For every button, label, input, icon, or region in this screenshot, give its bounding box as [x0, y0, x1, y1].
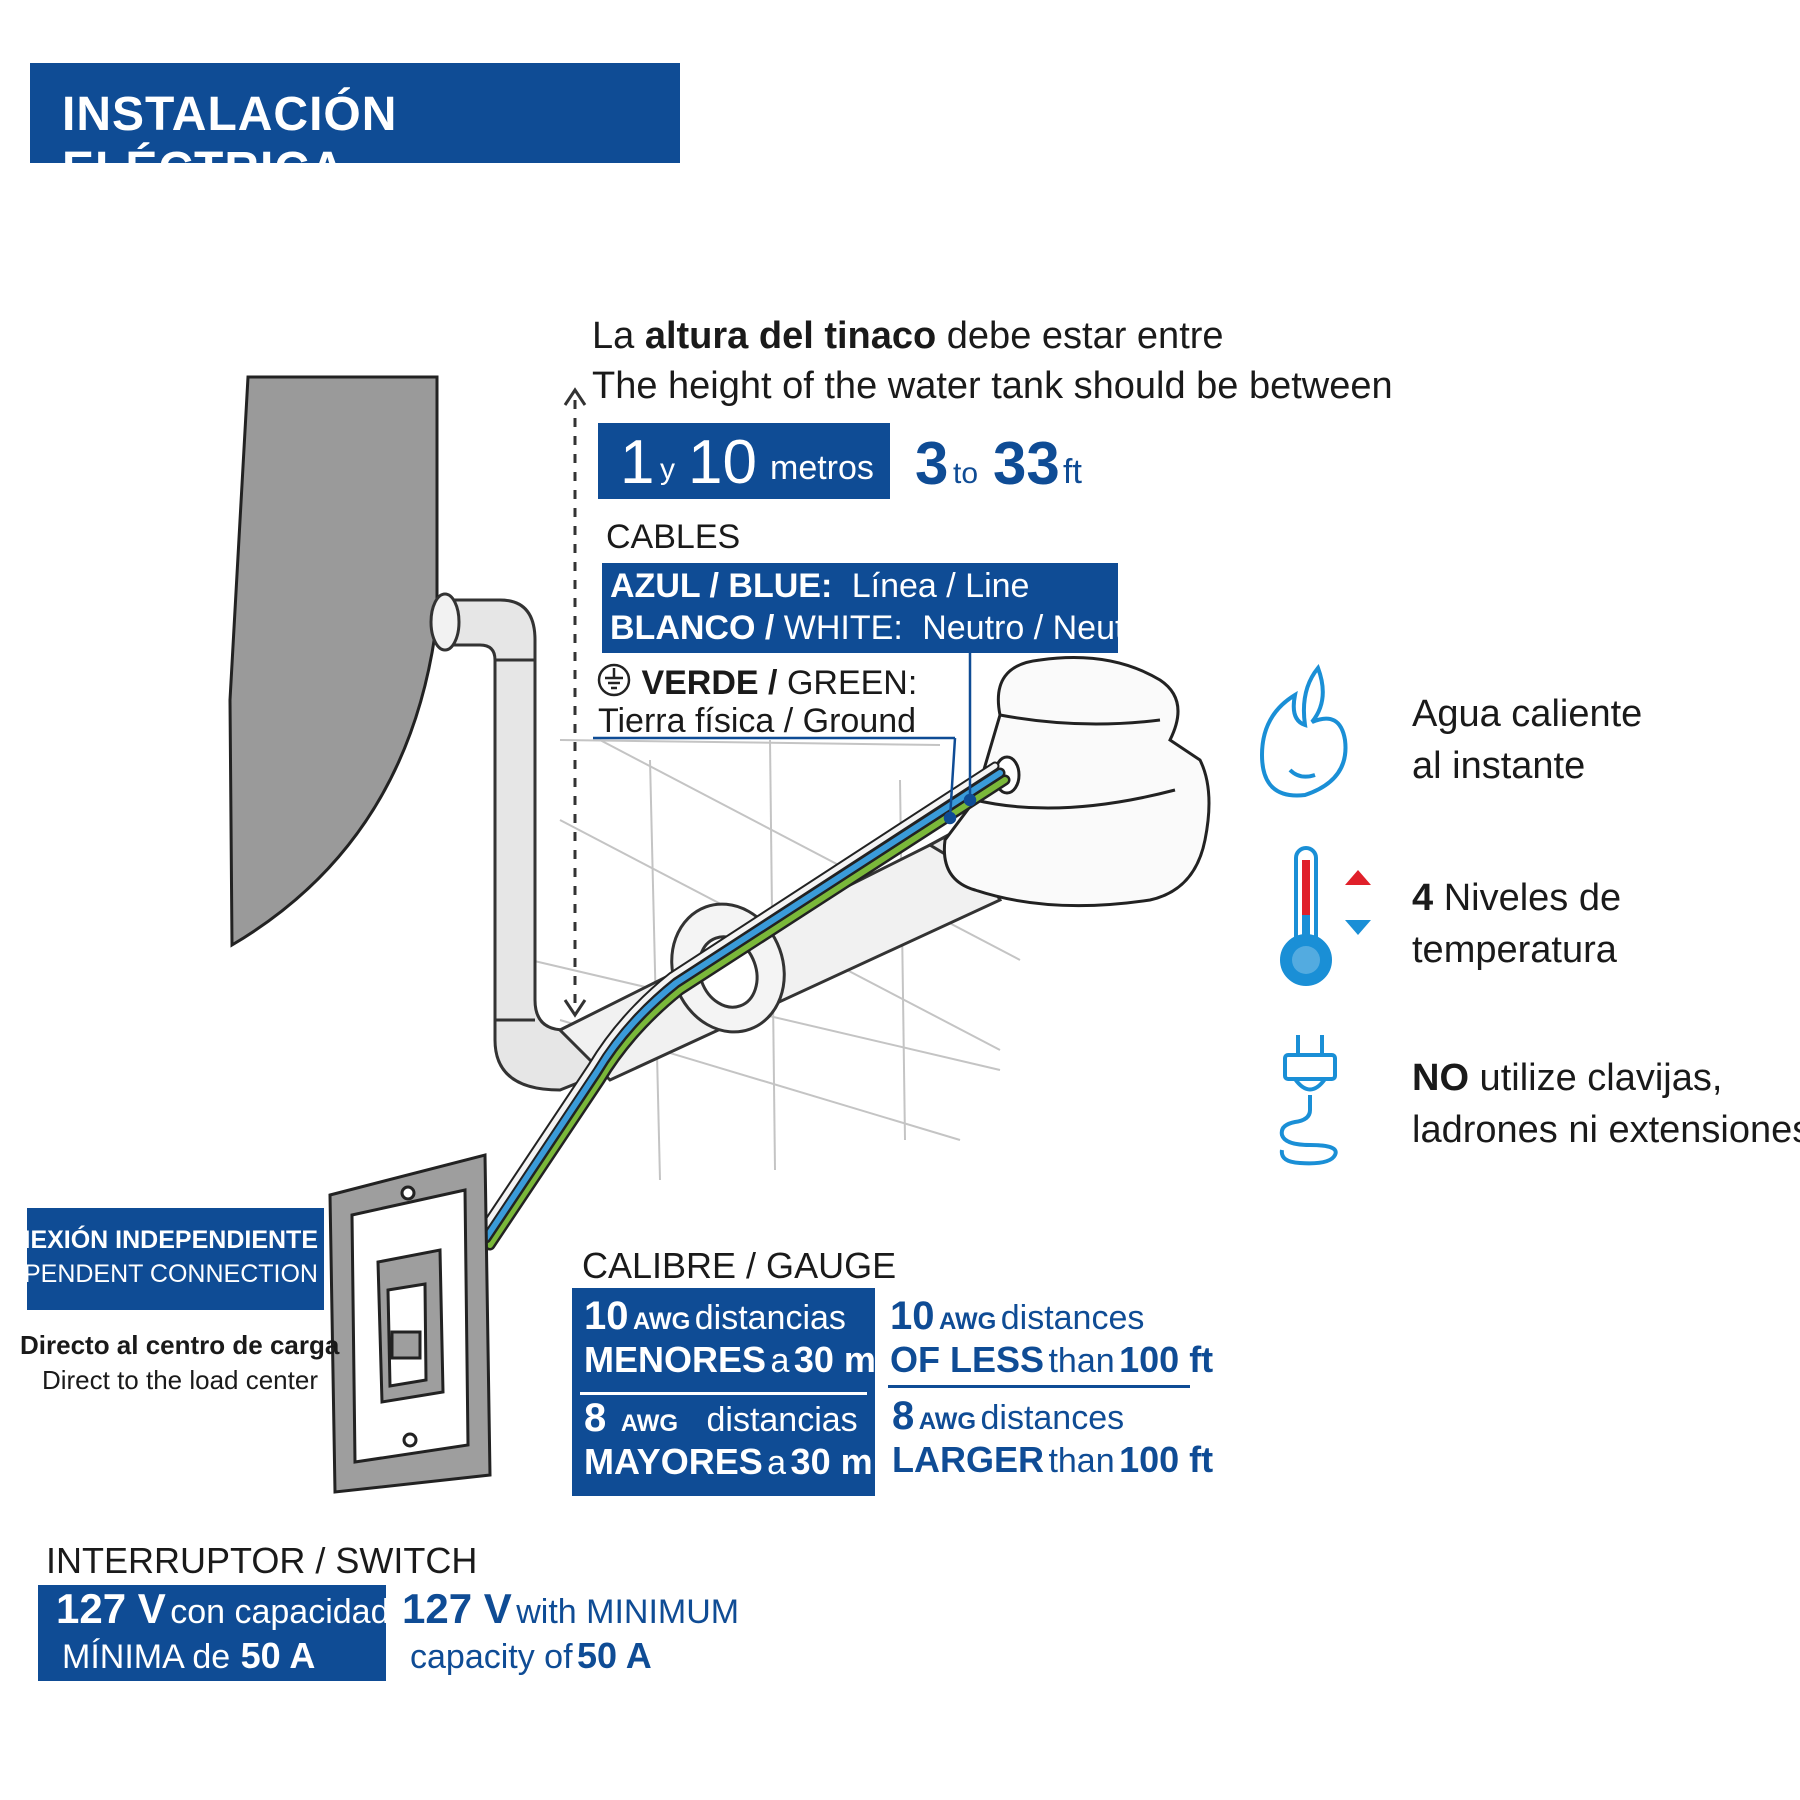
cable-white-row: BLANCO / WHITE: Neutro / Neutral — [610, 609, 1163, 647]
gauge-es-row-1: 10 AWG distancias MENORES a 30 m — [584, 1294, 876, 1380]
gauge-en-divider — [888, 1385, 1190, 1388]
gauge-es-divider — [580, 1392, 867, 1395]
cables-legend-box: AZUL / BLUE: Línea / Line BLANCO / WHITE… — [602, 563, 1162, 653]
cable-green-row: VERDE / GREEN: — [596, 662, 917, 703]
cable-leader-lines — [593, 648, 977, 825]
cables-title: CABLES — [606, 518, 741, 556]
water-tank — [228, 375, 439, 948]
feature-instant-hot-water: Agua caliente al instante — [1412, 693, 1643, 787]
tank-height-text-es: La altura del tinaco debe estar entre — [592, 315, 1224, 357]
water-pipe — [429, 592, 612, 1092]
switch-title: INTERRUPTOR / SWITCH — [46, 1540, 478, 1581]
gauge-es-box: 10 AWG distancias MENORES a 30 m 8 AWG d… — [572, 1288, 876, 1496]
load-center-text: Directo al centro de carga Direct to the… — [20, 1330, 340, 1395]
page-title-banner: INSTALACIÓN ELÉCTRICA — [30, 63, 680, 196]
electrical-wires — [477, 761, 1011, 1251]
tank-height-text-en: The height of the water tank should be b… — [592, 365, 1393, 407]
tank-height-metric-box: 1 y 10 metros — [598, 423, 890, 499]
tank-height-emphasis: altura del tinaco — [644, 315, 937, 357]
height-dimension-arrow — [563, 387, 587, 1018]
shower-heater-body — [942, 656, 1211, 908]
cable-blue-row: AZUL / BLUE: Línea / Line — [610, 567, 1030, 605]
gauge-en-block: 10 AWG distances OF LESS than 100 ft 8 A… — [888, 1290, 1213, 1500]
ground-symbol-icon — [597, 663, 631, 697]
wall-switch — [328, 1153, 492, 1494]
switch-es-box: 127 V con capacidad MÍNIMA de 50 A — [38, 1585, 390, 1681]
gauge-title: CALIBRE / GAUGE — [582, 1245, 897, 1286]
cable-green-desc: Tierra física / Ground — [598, 702, 917, 740]
feature-no-extensions: NO utilize clavijas, ladrones ni extensi… — [1412, 1057, 1800, 1151]
tank-height-imperial: 3 to 33 ft — [915, 430, 1082, 497]
feature-temperature-levels: 4 Niveles de temperatura — [1412, 877, 1622, 971]
page-title: INSTALACIÓN ELÉCTRICA — [62, 88, 398, 196]
gauge-en-row-2: 8 AWG distances LARGER than 100 ft — [892, 1394, 1214, 1480]
gauge-es-row-2: 8 AWG distancias MAYORES a 30 m — [584, 1396, 873, 1482]
independent-connection-box: CONEXIÓN INDEPENDIENTE INDEPENDENT CONNE… — [0, 1208, 324, 1310]
gauge-en-row-1: 10 AWG distances OF LESS than 100 ft — [890, 1294, 1214, 1380]
switch-en-block: 127 V with MINIMUM capacity of 50 A — [402, 1585, 740, 1676]
